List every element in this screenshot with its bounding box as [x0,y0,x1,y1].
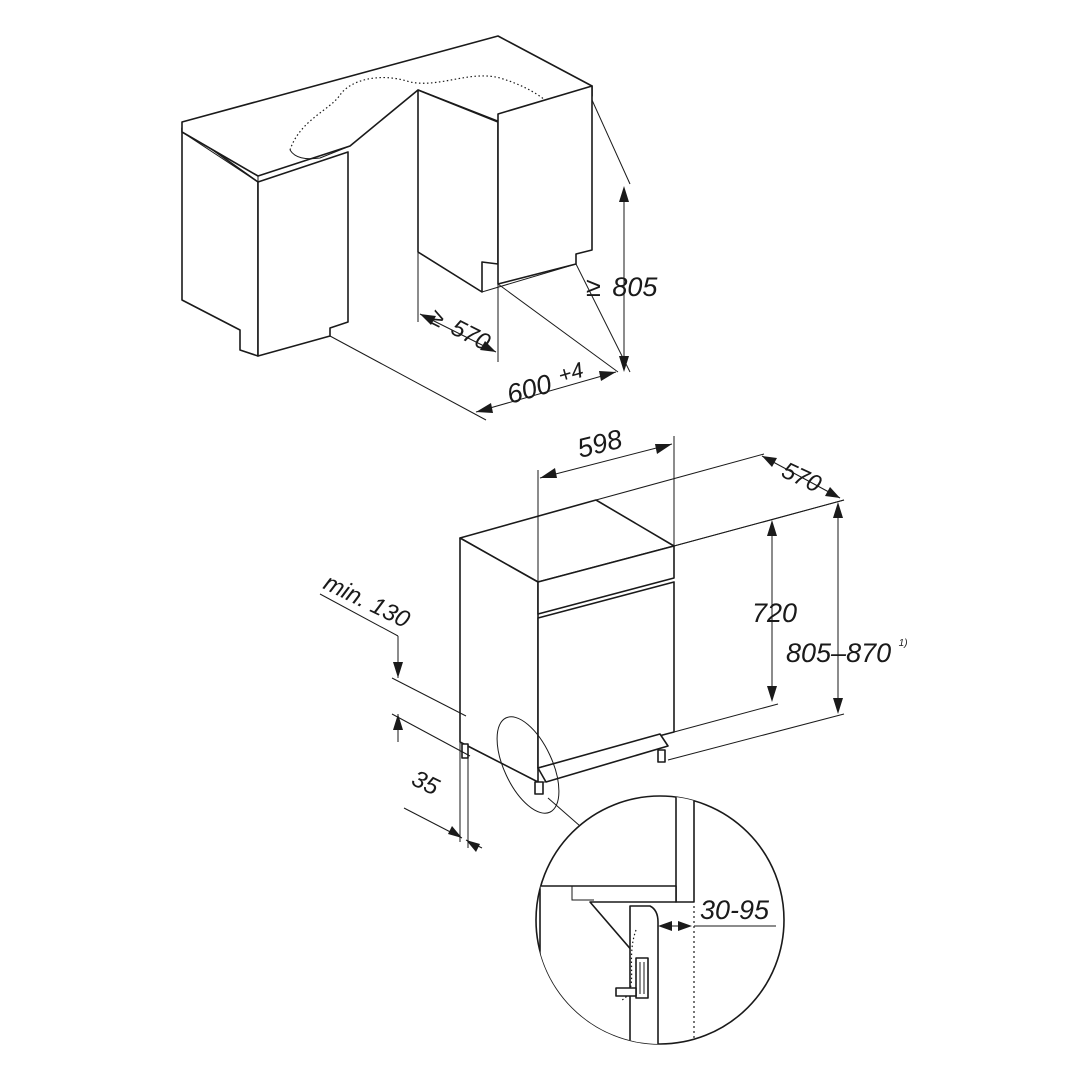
right-cabinet-front [497,85,593,285]
svg-text:805–870 1): 805–870 1) [786,638,908,668]
svg-text:≥ 570: ≥ 570 [425,303,495,356]
niche-min-height: 805 [612,272,658,302]
dishwasher-door-height: 720 [752,598,797,628]
detail-marker-ellipse [496,716,560,814]
control-panel [537,545,675,615]
niche-width: 600 [503,369,555,410]
right-cabinet-side [417,89,499,293]
dishwasher-total-height: 805–870 [786,638,891,668]
svg-text:≥ 805: ≥ 805 [586,272,658,302]
dishwasher-drawing: 598 570 720 805–870 1) min. 130 [319,424,908,852]
niche-depth-ge-symbol: ≥ [425,303,449,333]
plinth-depth: 35 [407,765,443,801]
left-cabinet-front [257,151,349,357]
niche-width-tolerance: +4 [555,357,586,388]
niche-drawing: ≥ 805 ≥ 570 600 +4 [181,35,658,421]
plinth [537,733,669,783]
dishwasher-depth: 570 [777,457,825,499]
niche-height-ge-symbol: ≥ [586,272,601,302]
detail-view: 30-95 [535,795,785,1045]
svg-text:600 +4: 600 +4 [503,357,588,410]
worktop-cutaway [289,75,546,151]
dishwasher-side [459,537,539,783]
door-gap-range: 30-95 [700,895,770,925]
total-height-footnote: 1) [899,638,908,649]
